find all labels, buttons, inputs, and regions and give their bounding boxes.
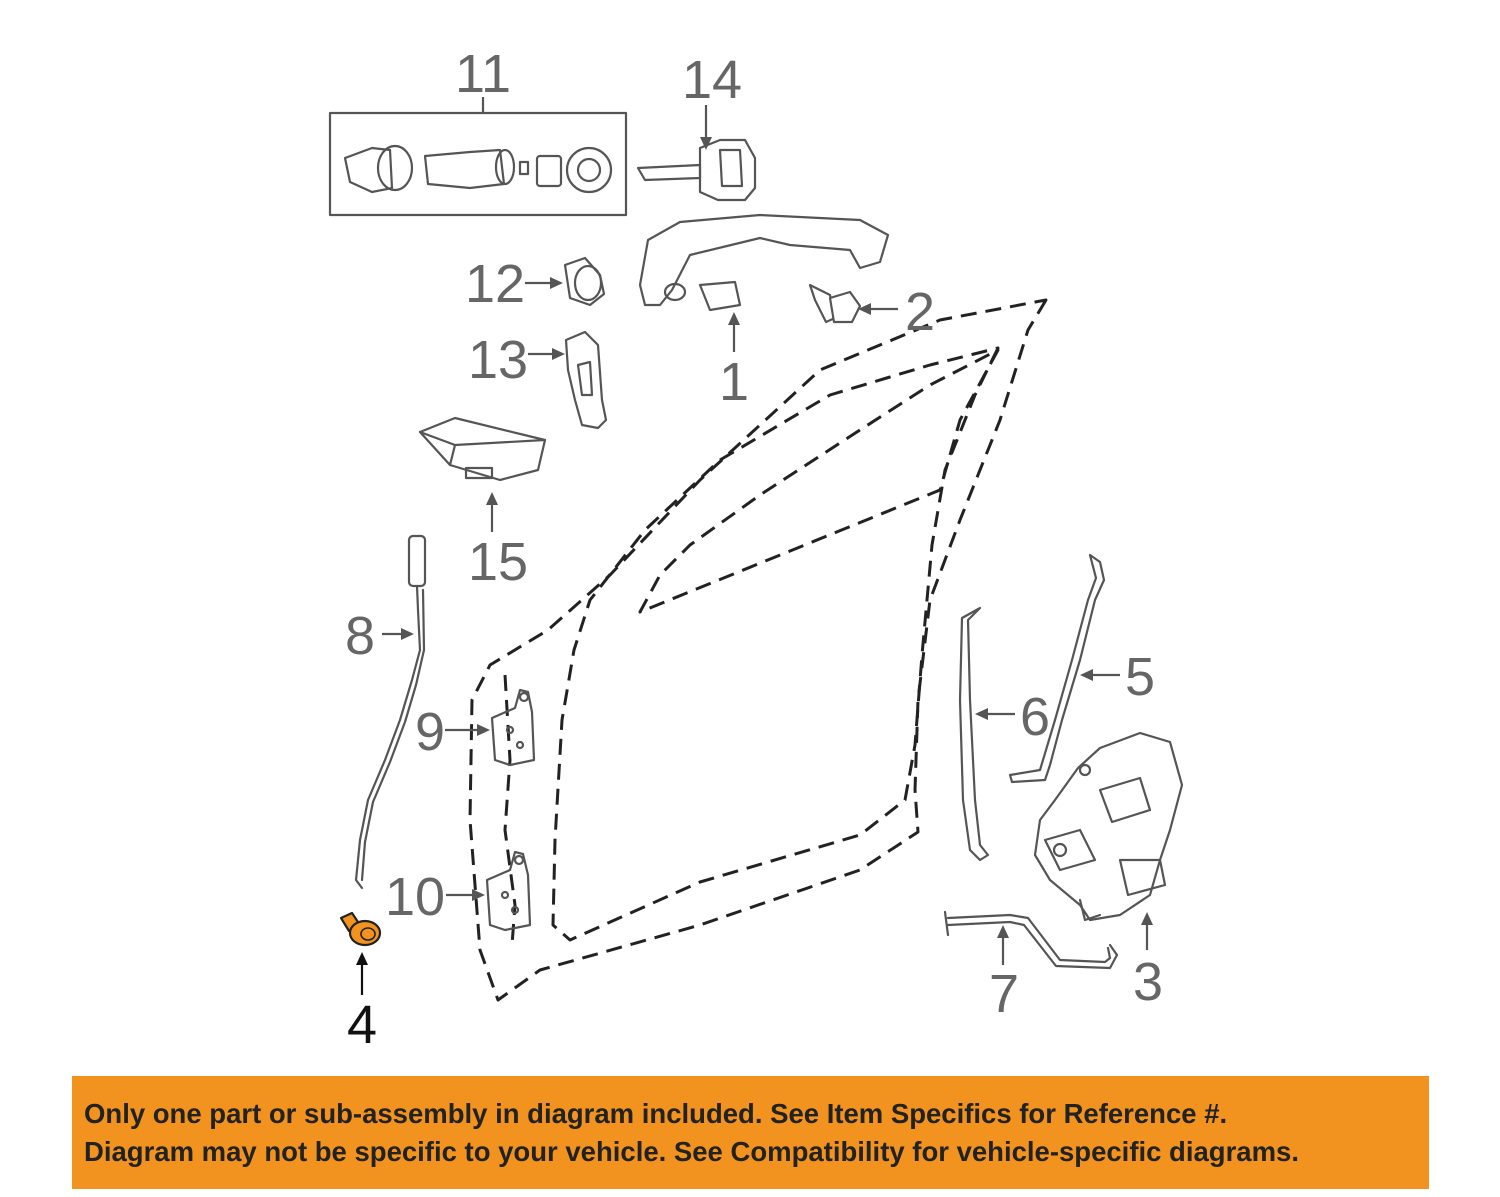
door-outline xyxy=(468,298,1048,1002)
part-2-screw[interactable] xyxy=(808,283,862,324)
callout-1: 1 xyxy=(719,352,749,412)
part-8-rod[interactable] xyxy=(354,534,427,890)
callout-3: 3 xyxy=(1133,952,1163,1012)
callout-8: 8 xyxy=(345,606,375,666)
callout-11: 11 xyxy=(455,44,511,104)
callout-9: 9 xyxy=(415,702,445,762)
part-10-lower-hinge[interactable] xyxy=(485,850,532,932)
callout-14: 14 xyxy=(682,50,742,110)
callout-15: 15 xyxy=(468,532,528,592)
part-6-rod[interactable] xyxy=(958,606,990,862)
part-14-key[interactable] xyxy=(636,138,757,202)
callout-4: 4 xyxy=(347,995,377,1055)
part-3-door-latch[interactable] xyxy=(1033,731,1184,922)
disclaimer-banner: Only one part or sub-assembly in diagram… xyxy=(72,1076,1429,1189)
callout-labels: 11 14 12 2 13 1 15 8 5 6 9 10 3 7 4 xyxy=(345,44,1163,1055)
callout-13: 13 xyxy=(468,330,528,390)
part-9-upper-hinge[interactable] xyxy=(490,688,536,767)
part-4-bolt[interactable] xyxy=(339,911,382,947)
part-7-rod[interactable] xyxy=(943,910,1119,970)
part-15-control-module[interactable] xyxy=(418,416,547,482)
leader-lines xyxy=(356,97,1153,995)
callout-10: 10 xyxy=(385,867,445,927)
callout-12: 12 xyxy=(465,254,525,314)
disclaimer-line-2: Diagram may not be specific to your vehi… xyxy=(84,1135,1299,1167)
callout-2: 2 xyxy=(905,282,935,342)
callout-6: 6 xyxy=(1020,687,1050,747)
parts-diagram: 11 14 12 2 13 1 15 8 5 6 9 10 3 7 4 xyxy=(328,44,1184,1055)
part-11-lock-cylinder-kit[interactable] xyxy=(328,111,628,217)
callout-5: 5 xyxy=(1125,647,1155,707)
part-1-door-handle[interactable] xyxy=(638,213,890,312)
disclaimer-line-1: Only one part or sub-assembly in diagram… xyxy=(84,1097,1228,1129)
callout-7: 7 xyxy=(989,964,1019,1024)
part-13-bracket[interactable] xyxy=(564,330,608,430)
part-12-grommet[interactable] xyxy=(563,256,606,307)
part-5-rod[interactable] xyxy=(1008,553,1106,784)
